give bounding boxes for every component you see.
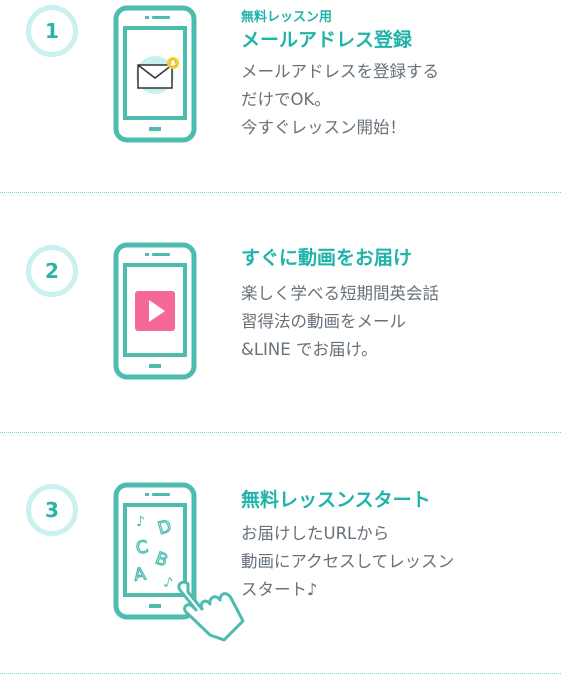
description-line: 楽しく学べる短期間英会話 (241, 284, 439, 303)
step-title: 無料レッスンスタート (241, 489, 431, 511)
bell-icon (167, 57, 179, 69)
divider (0, 432, 561, 433)
smartphone-mail-illustration (113, 5, 197, 143)
description-line: 動画にアクセスしてレッスン (241, 552, 455, 571)
divider (0, 673, 561, 674)
mail-icon (136, 56, 174, 94)
description-line: 今すぐレッスン開始！ (241, 118, 406, 137)
hand-pointer-icon (177, 580, 245, 642)
play-icon (135, 291, 175, 331)
description-line: お届けしたURLから (241, 524, 390, 543)
music-note-icon: ♪ (136, 514, 145, 530)
letter-mark: D (156, 516, 174, 539)
description-line: メールアドレスを登録する (241, 62, 439, 81)
step-number: 3 (26, 484, 78, 536)
description-line: &LINE でお届け。 (241, 340, 378, 359)
description-line: だけでOK。 (241, 90, 331, 109)
letter-mark: C (135, 537, 150, 559)
description-line: スタート♪ (241, 580, 318, 599)
step-title: メールアドレス登録 (241, 29, 413, 51)
letter-mark: A (133, 564, 148, 585)
step-3: 3 ♪ D C B A ♪ 無料レッスンスタート お届けしたURLから 動画にア… (0, 433, 561, 673)
smartphone-lesson-illustration: ♪ D C B A ♪ (113, 482, 245, 642)
smartphone-video-illustration (113, 242, 197, 380)
divider (0, 192, 561, 193)
step-description: 楽しく学べる短期間英会話 習得法の動画をメール &LINE でお届け。 (241, 280, 439, 364)
description-line: 習得法の動画をメール (241, 312, 406, 331)
step-subtitle: 無料レッスン用 (241, 10, 333, 25)
step-2: 2 すぐに動画をお届け 楽しく学べる短期間英会話 習得法の動画をメール &LIN… (0, 193, 561, 433)
step-number: 1 (26, 5, 78, 57)
music-note-icon: ♪ (162, 574, 175, 592)
step-description: メールアドレスを登録する だけでOK。 今すぐレッスン開始！ (241, 58, 439, 142)
step-1: 1 無料レッスン用 メールアドレス登録 メールアドレスを登録する だけでOK。 … (0, 0, 561, 240)
step-description: お届けしたURLから 動画にアクセスしてレッスン スタート♪ (241, 520, 454, 604)
step-title: すぐに動画をお届け (241, 247, 413, 269)
step-number: 2 (26, 245, 78, 297)
